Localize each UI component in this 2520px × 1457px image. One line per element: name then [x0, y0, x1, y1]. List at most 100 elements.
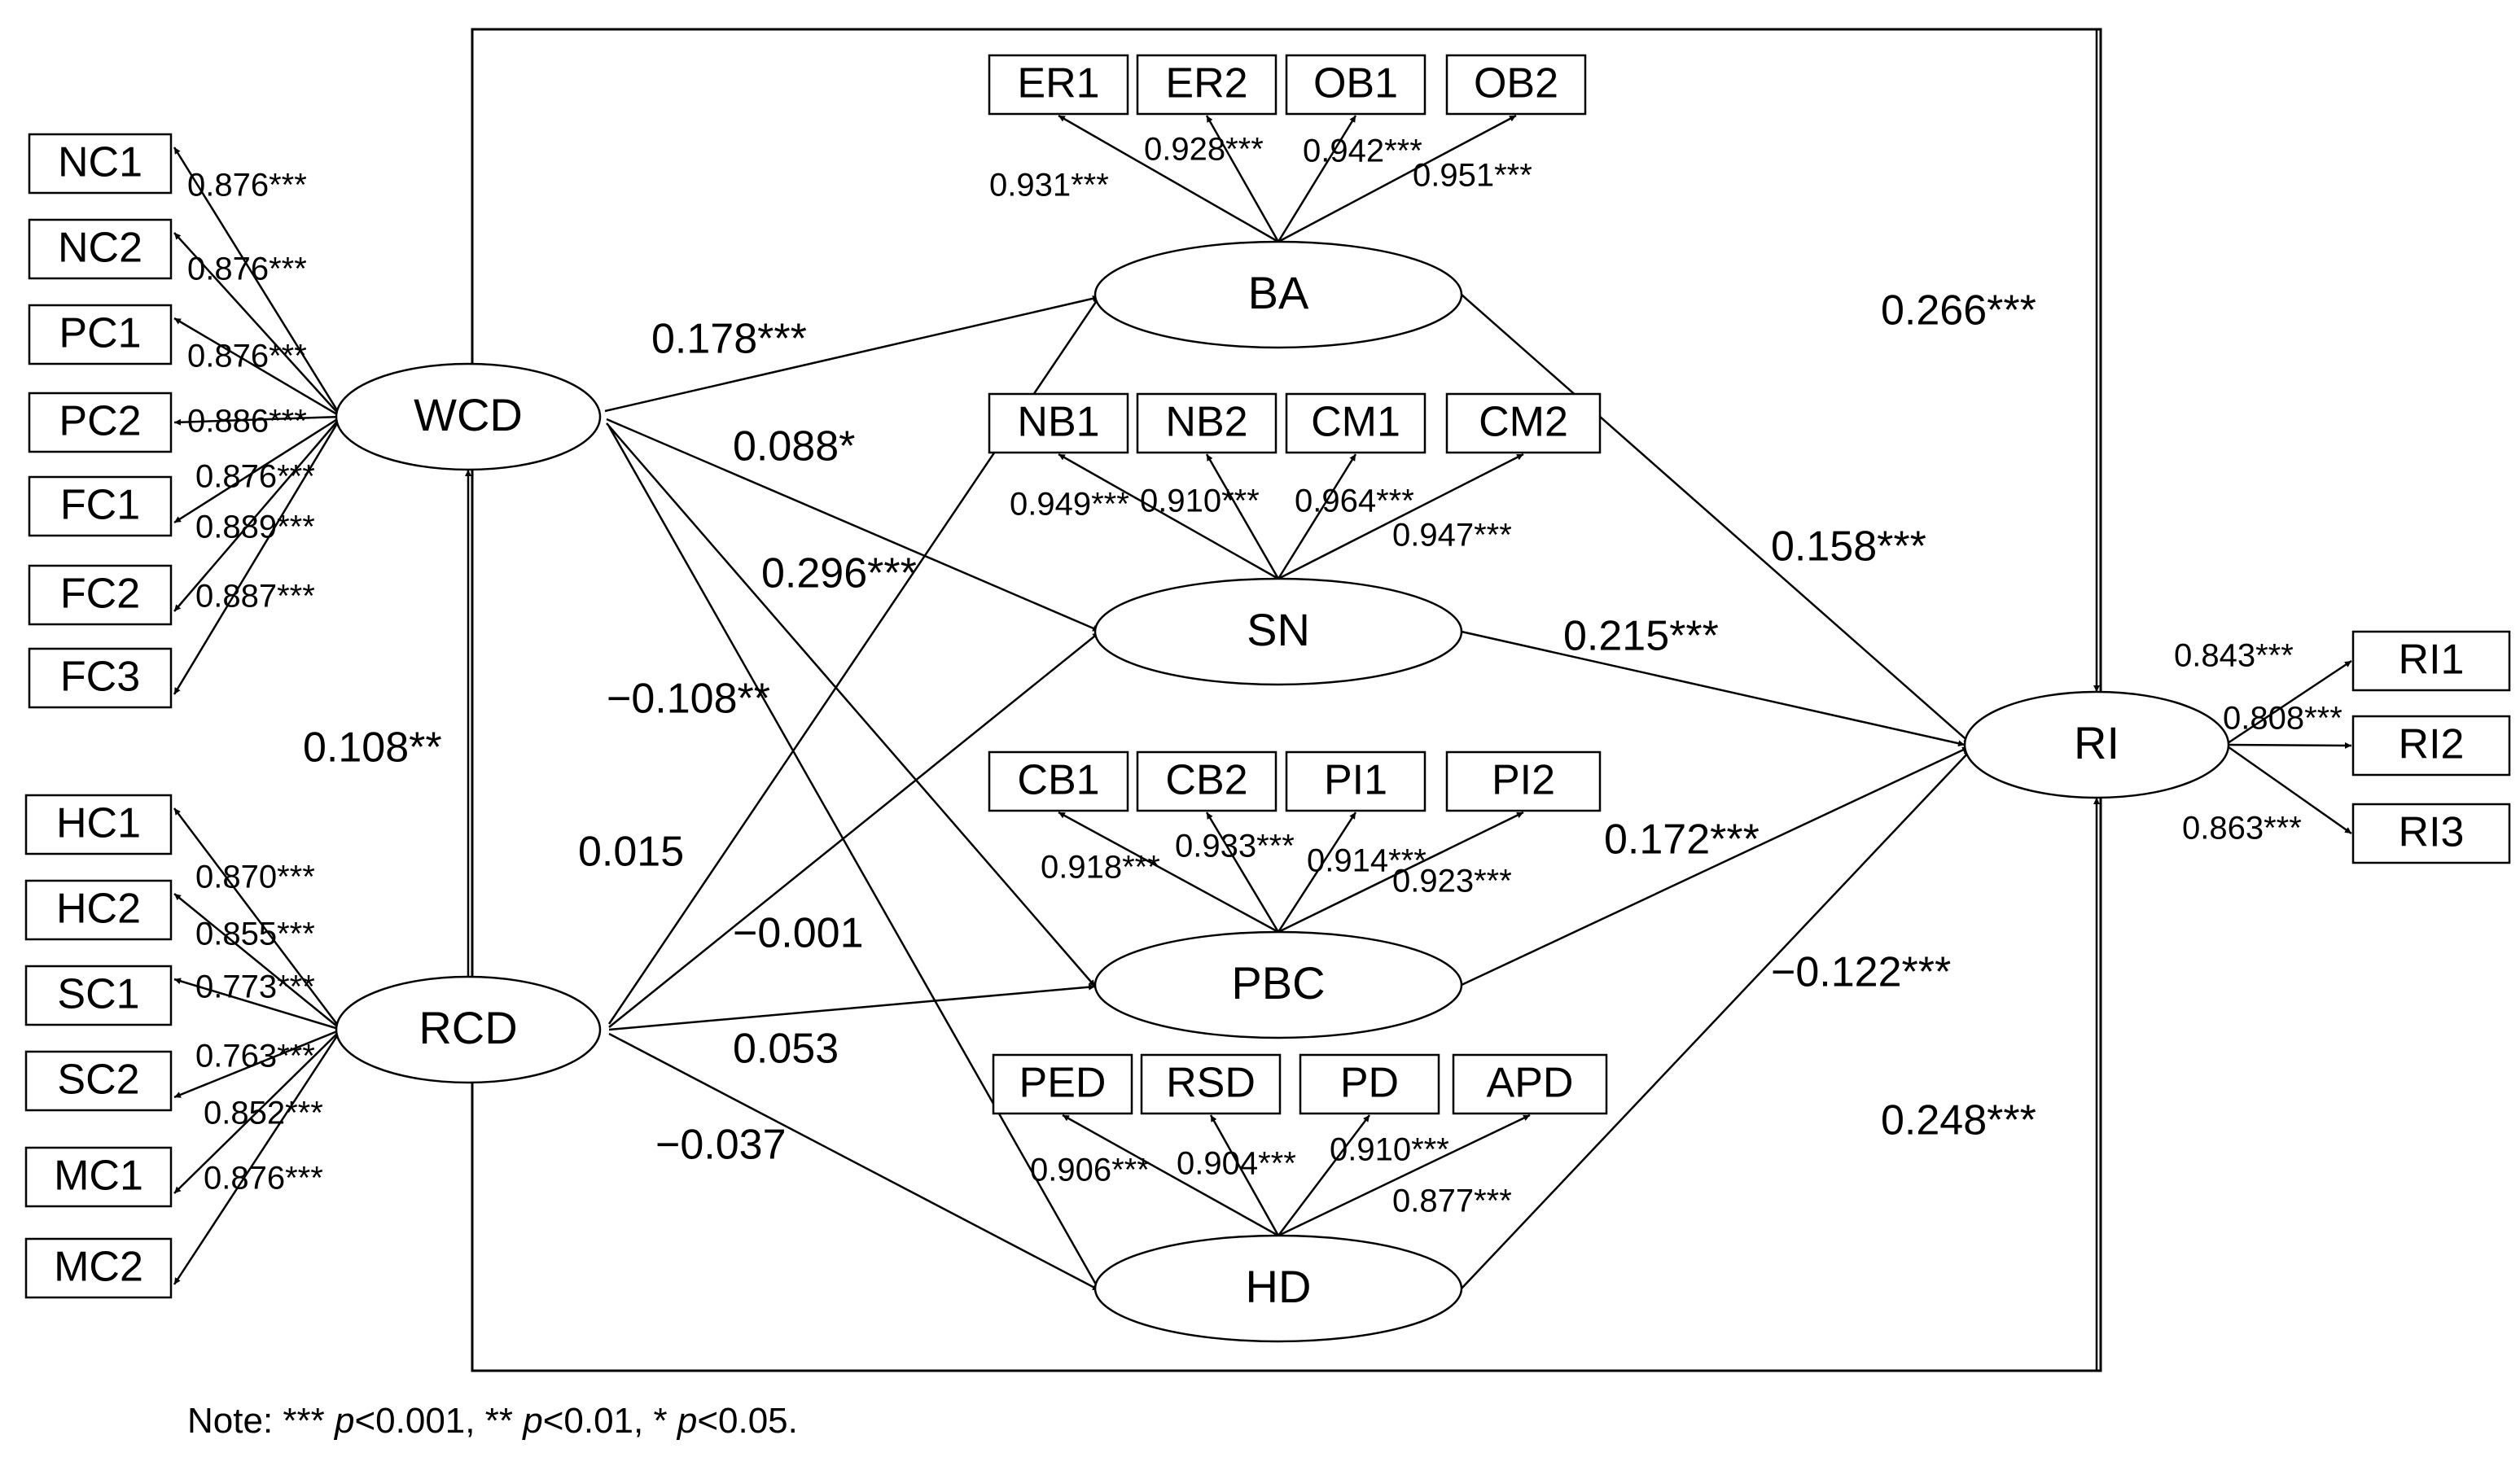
- indicator-label-nb1: NB1: [1017, 399, 1099, 446]
- path-wcd-sn: [606, 418, 1100, 632]
- indicator-nc1: [28, 133, 173, 195]
- loading-nb2: 0.910***: [1140, 483, 1260, 519]
- indicator-mc1: [24, 1146, 173, 1208]
- loading-line-ob2: [1278, 114, 1517, 243]
- loading-nc2: 0.876***: [187, 252, 307, 287]
- indicator-label-nc1: NC1: [58, 139, 142, 186]
- loading-line-nb1: [1058, 453, 1279, 580]
- loading-ri2: 0.808***: [2223, 701, 2343, 737]
- loading-hc2: 0.855***: [195, 917, 315, 952]
- indicator-fc2: [28, 564, 173, 626]
- loading-line-er1: [1058, 114, 1279, 243]
- indicator-ri2: [2351, 715, 2511, 777]
- path-rcd-hd: [608, 1032, 1100, 1292]
- indicator-sc1: [24, 965, 173, 1026]
- loading-ri1: 0.843***: [2174, 638, 2294, 674]
- loading-mc2: 0.876***: [204, 1161, 323, 1197]
- indicator-label-ri3: RI3: [2399, 809, 2465, 856]
- indicator-label-cb1: CB1: [1017, 757, 1099, 804]
- path-coef-rcd-wcd: 0.108**: [303, 724, 442, 772]
- indicator-nb2: [1136, 392, 1278, 454]
- loading-line-ri2: [2224, 742, 2352, 749]
- indicator-ob1: [1285, 54, 1427, 116]
- indicator-sc2: [24, 1050, 173, 1112]
- latent-label-hd: HD: [1246, 1261, 1312, 1312]
- loading-line-nb2: [1205, 453, 1280, 580]
- loading-line-pi2: [1278, 811, 1524, 934]
- loading-pc1: 0.876***: [187, 339, 307, 374]
- latent-label-ba: BA: [1248, 267, 1309, 318]
- indicator-label-er2: ER2: [1165, 60, 1247, 107]
- indicator-pi1: [1285, 750, 1427, 812]
- path-wcd-pbc: [606, 422, 1096, 987]
- path-hd-ri: [1461, 750, 1971, 1289]
- indicator-label-ob2: OB2: [1474, 60, 1558, 107]
- path-coef-rcd-sn: −0.001: [733, 910, 864, 957]
- loading-line-ped: [1062, 1114, 1279, 1237]
- significance-note: Note: *** p<0.001, ** p<0.01, * p<0.05.: [187, 1401, 798, 1441]
- loading-fc2: 0.889***: [195, 510, 315, 545]
- loading-sc2: 0.763***: [195, 1039, 315, 1074]
- loading-nb1: 0.949***: [1010, 487, 1129, 523]
- loading-line-hc1: [173, 807, 342, 1030]
- indicator-label-er1: ER1: [1017, 60, 1099, 107]
- latent-wcd: [335, 362, 602, 471]
- indicator-label-ob1: OB1: [1313, 60, 1398, 107]
- loading-line-nc2: [173, 232, 342, 418]
- indicator-hc2: [24, 879, 173, 941]
- loading-line-pc1: [173, 317, 342, 418]
- path-wcd-ri: [472, 28, 2100, 692]
- path-coef-pbc-ri: 0.172***: [1604, 816, 1760, 864]
- loading-hc1: 0.870***: [195, 860, 315, 895]
- loading-line-ri3: [2224, 743, 2352, 835]
- indicator-label-sc2: SC2: [57, 1057, 139, 1104]
- indicator-cm2: [1445, 392, 1602, 454]
- indicator-label-hc1: HC1: [56, 800, 141, 847]
- loading-line-hc2: [173, 893, 342, 1030]
- loading-nc1: 0.876***: [187, 168, 307, 203]
- loading-line-mc1: [173, 1029, 342, 1194]
- indicator-ri3: [2351, 803, 2511, 864]
- loading-line-cm2: [1278, 453, 1524, 580]
- loading-line-ob1: [1277, 115, 1357, 243]
- indicator-nb1: [988, 392, 1129, 454]
- latent-label-wcd: WCD: [414, 389, 523, 440]
- loading-cb2: 0.933***: [1175, 829, 1295, 864]
- loading-line-pi1: [1277, 812, 1357, 933]
- path-coef-wcd-pbc: 0.296***: [761, 550, 917, 597]
- path-wcd-ba: [604, 295, 1100, 413]
- latent-ri: [1963, 690, 2230, 799]
- indicator-label-rsd: RSD: [1166, 1060, 1256, 1107]
- indicator-pd: [1299, 1053, 1440, 1115]
- loading-line-sc2: [173, 1028, 342, 1099]
- latent-ba: [1093, 240, 1463, 349]
- indicator-ob2: [1445, 54, 1587, 116]
- loading-pc2: 0.886***: [187, 404, 307, 440]
- indicator-cb1: [988, 750, 1129, 812]
- indicator-label-fc2: FC2: [60, 571, 140, 618]
- loading-rsd: 0.904***: [1177, 1146, 1296, 1182]
- loading-line-fc2: [173, 416, 342, 612]
- indicator-label-mc1: MC1: [54, 1153, 143, 1200]
- path-rcd-ri: [472, 798, 2100, 1372]
- indicator-label-ri1: RI1: [2399, 637, 2465, 684]
- path-coef-wcd-sn: 0.088*: [733, 423, 855, 470]
- loading-line-pc2: [173, 415, 342, 426]
- indicator-label-mc2: MC2: [54, 1244, 143, 1291]
- indicator-cb2: [1136, 750, 1278, 812]
- path-coef-rcd-hd: −0.037: [655, 1122, 787, 1169]
- loading-line-pd: [1278, 1114, 1370, 1236]
- indicator-fc3: [28, 647, 173, 709]
- path-coef-rcd-ri: 0.248***: [1881, 1097, 2036, 1144]
- path-coef-rcd-ba: 0.015: [578, 829, 684, 876]
- indicator-pc1: [28, 304, 173, 365]
- indicator-label-apd: APD: [1487, 1060, 1574, 1107]
- latent-hd: [1093, 1234, 1463, 1343]
- loading-fc3: 0.887***: [195, 579, 315, 615]
- indicator-label-nc2: NC2: [58, 225, 142, 272]
- indicator-label-hc2: HC2: [56, 886, 141, 933]
- indicator-label-ri2: RI2: [2399, 721, 2465, 768]
- path-rcd-sn: [608, 632, 1100, 1028]
- loading-er1: 0.931***: [989, 168, 1109, 203]
